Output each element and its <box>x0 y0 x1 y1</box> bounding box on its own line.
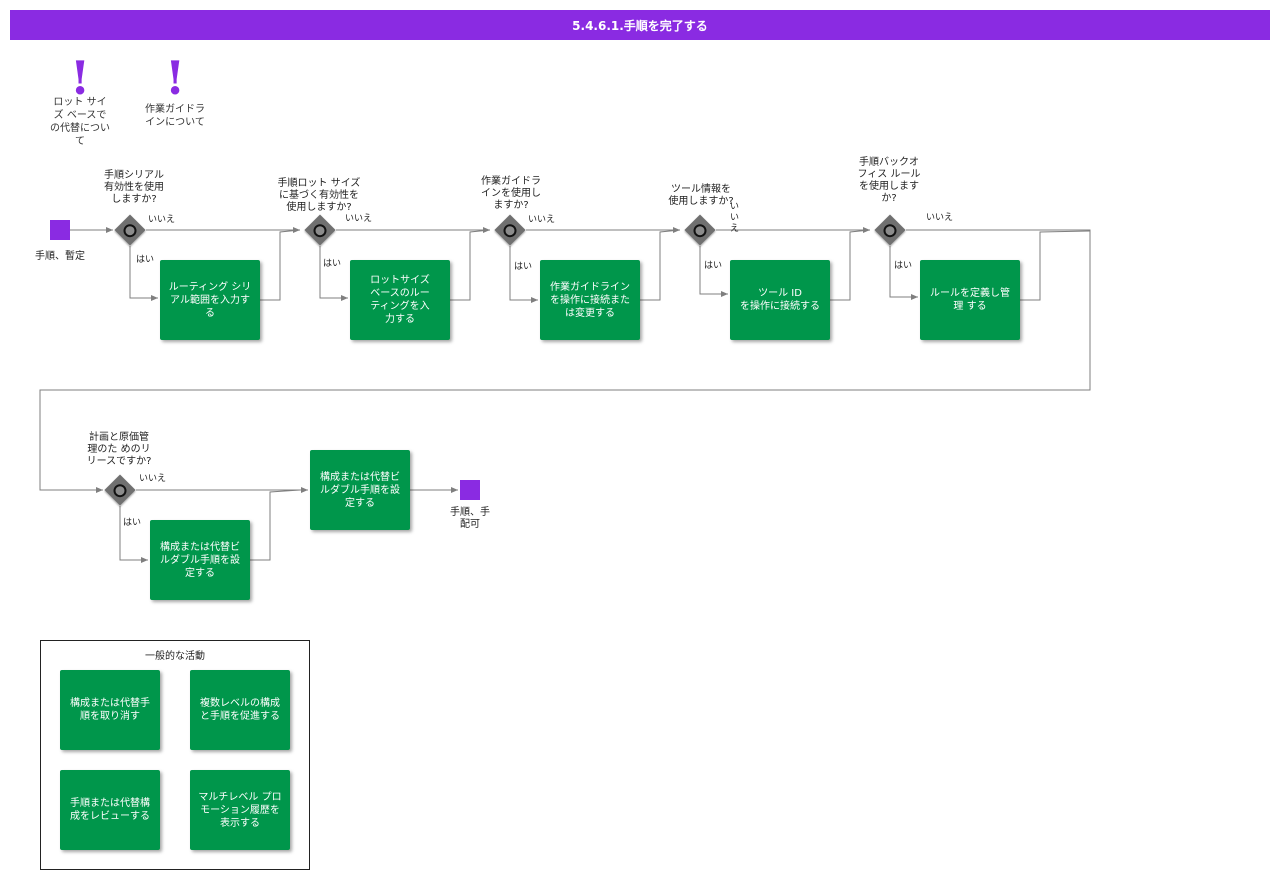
page-title: 5.4.6.1.手順を完了する <box>10 10 1270 40</box>
common-activities-title: 一般的な活動 <box>145 651 205 662</box>
yes-label: はい <box>514 262 533 272</box>
start-event[interactable] <box>50 220 70 240</box>
yes-label: はい <box>123 518 142 528</box>
connector <box>119 506 148 563</box>
task-set-buildable-procedure-yes[interactable]: 構成または代替ビ ルダブル手順を設 定する <box>150 520 250 600</box>
end-event[interactable] <box>460 480 480 500</box>
no-label: いいえ <box>139 474 167 484</box>
yes-label: はい <box>894 261 913 271</box>
question-tool: ツール情報を 使用しますか? <box>668 184 734 207</box>
activity-review-procedure[interactable]: 手順または代替構 成をレビューする <box>60 770 160 850</box>
start-event-label: 手順、暫定 <box>35 251 85 262</box>
connector <box>450 229 491 301</box>
note-lot-size: ロット サイ ズ ベースで の代替につい て <box>40 96 120 148</box>
no-label: いいえ <box>345 214 373 224</box>
connector <box>250 489 301 561</box>
connector <box>509 246 538 303</box>
question-guideline: 作業ガイドラ インを使用し ますか? <box>481 176 541 211</box>
task-enter-serial-range[interactable]: ルーティング シリ アル範囲を入力す る <box>160 260 260 340</box>
activity-cancel-procedure[interactable]: 構成または代替手 順を取り消す <box>60 670 160 750</box>
question-rule: 手順バックオ フィス ルール を使用します か? <box>857 157 921 204</box>
note-text: 作業ガイドラ インについて <box>145 104 205 128</box>
connector <box>830 229 871 301</box>
task-define-rules[interactable]: ルールを定義し管 理 する <box>920 260 1020 340</box>
yes-label: はい <box>323 259 342 269</box>
note-guideline: 作業ガイドラ インについて <box>130 103 220 129</box>
task-set-buildable-procedure[interactable]: 構成または代替ビ ルダブル手順を設 定する <box>310 450 410 530</box>
yes-label: はい <box>704 261 723 271</box>
connector <box>319 246 348 301</box>
common-activities-group: 一般的な活動 構成または代替手 順を取り消す 複数レベルの構成 と手順を促進する… <box>40 640 310 870</box>
no-label: いいえ <box>528 215 556 225</box>
note-text: ロット サイ ズ ベースで の代替につい て <box>50 97 110 147</box>
question-release: 計画と原価管 理のた めのリ リースですか? <box>86 432 152 467</box>
question-serial: 手順シリアル 有効性を使用 しますか? <box>104 170 164 205</box>
connector <box>699 246 728 297</box>
activity-promote-multilevel[interactable]: 複数レベルの構成 と手順を促進する <box>190 670 290 750</box>
end-event-label: 手順、手 配可 <box>450 507 490 530</box>
no-label-vertical: い い え <box>730 202 740 234</box>
exclamation-icon: ! <box>70 51 91 105</box>
connector <box>889 246 918 300</box>
connector <box>260 229 301 301</box>
no-label: いいえ <box>148 215 176 225</box>
task-enter-lot-size-routing[interactable]: ロットサイズ ベースのルー ティングを入 力する <box>350 260 450 340</box>
question-lot-size: 手順ロット サイズ に基づく有効性を 使用しますか? <box>277 178 361 213</box>
activity-view-promotion-history[interactable]: マルチレベル プロ モーション履歴を 表示する <box>190 770 290 850</box>
exclamation-icon: ! <box>165 51 186 105</box>
connector <box>640 229 681 301</box>
task-connect-tool-id[interactable]: ツール ID を操作に接続する <box>730 260 830 340</box>
no-label: いいえ <box>926 213 954 223</box>
yes-label: はい <box>136 255 155 265</box>
connector <box>1020 230 1091 301</box>
connector <box>129 246 158 301</box>
task-connect-guideline[interactable]: 作業ガイドライン を操作に接続また は変更する <box>540 260 640 340</box>
connector <box>39 229 1091 493</box>
